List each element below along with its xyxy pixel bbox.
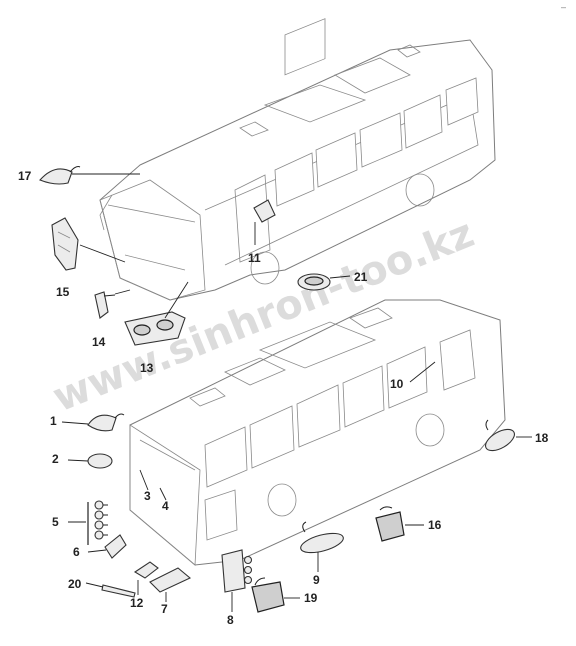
callout-7: 7 (161, 602, 168, 616)
part-3-4-leaders (139, 469, 167, 501)
callout-10: 10 (390, 377, 404, 391)
callout-3: 3 (144, 489, 151, 503)
callout-15: 15 (56, 285, 70, 299)
callout-13: 13 (140, 361, 154, 375)
part-5-rear-lamp-cluster (68, 500, 108, 545)
part-10-lamp-leader (409, 361, 436, 383)
part-19-lamp (251, 577, 300, 613)
callout-11: 11 (248, 251, 261, 265)
callout-9: 9 (313, 573, 320, 587)
callout-16: 16 (428, 518, 442, 532)
callout-5: 5 (52, 515, 59, 529)
callout-12: 12 (130, 596, 144, 610)
part-9-side-lamp (300, 521, 344, 572)
part-21-roof-lamp (297, 273, 351, 291)
callout-8: 8 (227, 613, 234, 627)
part-14-lamp (94, 289, 131, 319)
callout-6: 6 (73, 545, 80, 559)
callout-4: 4 (162, 499, 169, 513)
callout-21: 21 (354, 270, 368, 284)
part-18-side-lamp (485, 419, 532, 452)
part-12-lamp (133, 561, 159, 595)
callout-19: 19 (304, 591, 318, 605)
part-1-marker-lamp (61, 413, 125, 432)
part-6-reverse-lamp (87, 534, 127, 559)
part-8-lamp-cluster (221, 549, 253, 612)
callout-17: 17 (18, 169, 32, 183)
callout-2: 2 (52, 452, 59, 466)
part-17-marker-lamp (39, 166, 140, 185)
callout-14: 14 (92, 335, 106, 349)
part-16-lamp (375, 506, 424, 542)
part-7-lamp (149, 567, 192, 602)
corner-mark: – (561, 2, 566, 12)
part-15-headlamp (51, 217, 126, 271)
callout-18: 18 (535, 431, 549, 445)
part-2-lamp (67, 453, 113, 469)
callout-20: 20 (68, 577, 82, 591)
part-13-fog-lamp-unit (124, 281, 189, 346)
part-11-lamp (253, 199, 276, 245)
bus-rear-view (129, 299, 506, 566)
callout-1: 1 (50, 414, 57, 428)
part-20-reflector-strip (85, 582, 136, 598)
bus-front-view (99, 18, 496, 301)
